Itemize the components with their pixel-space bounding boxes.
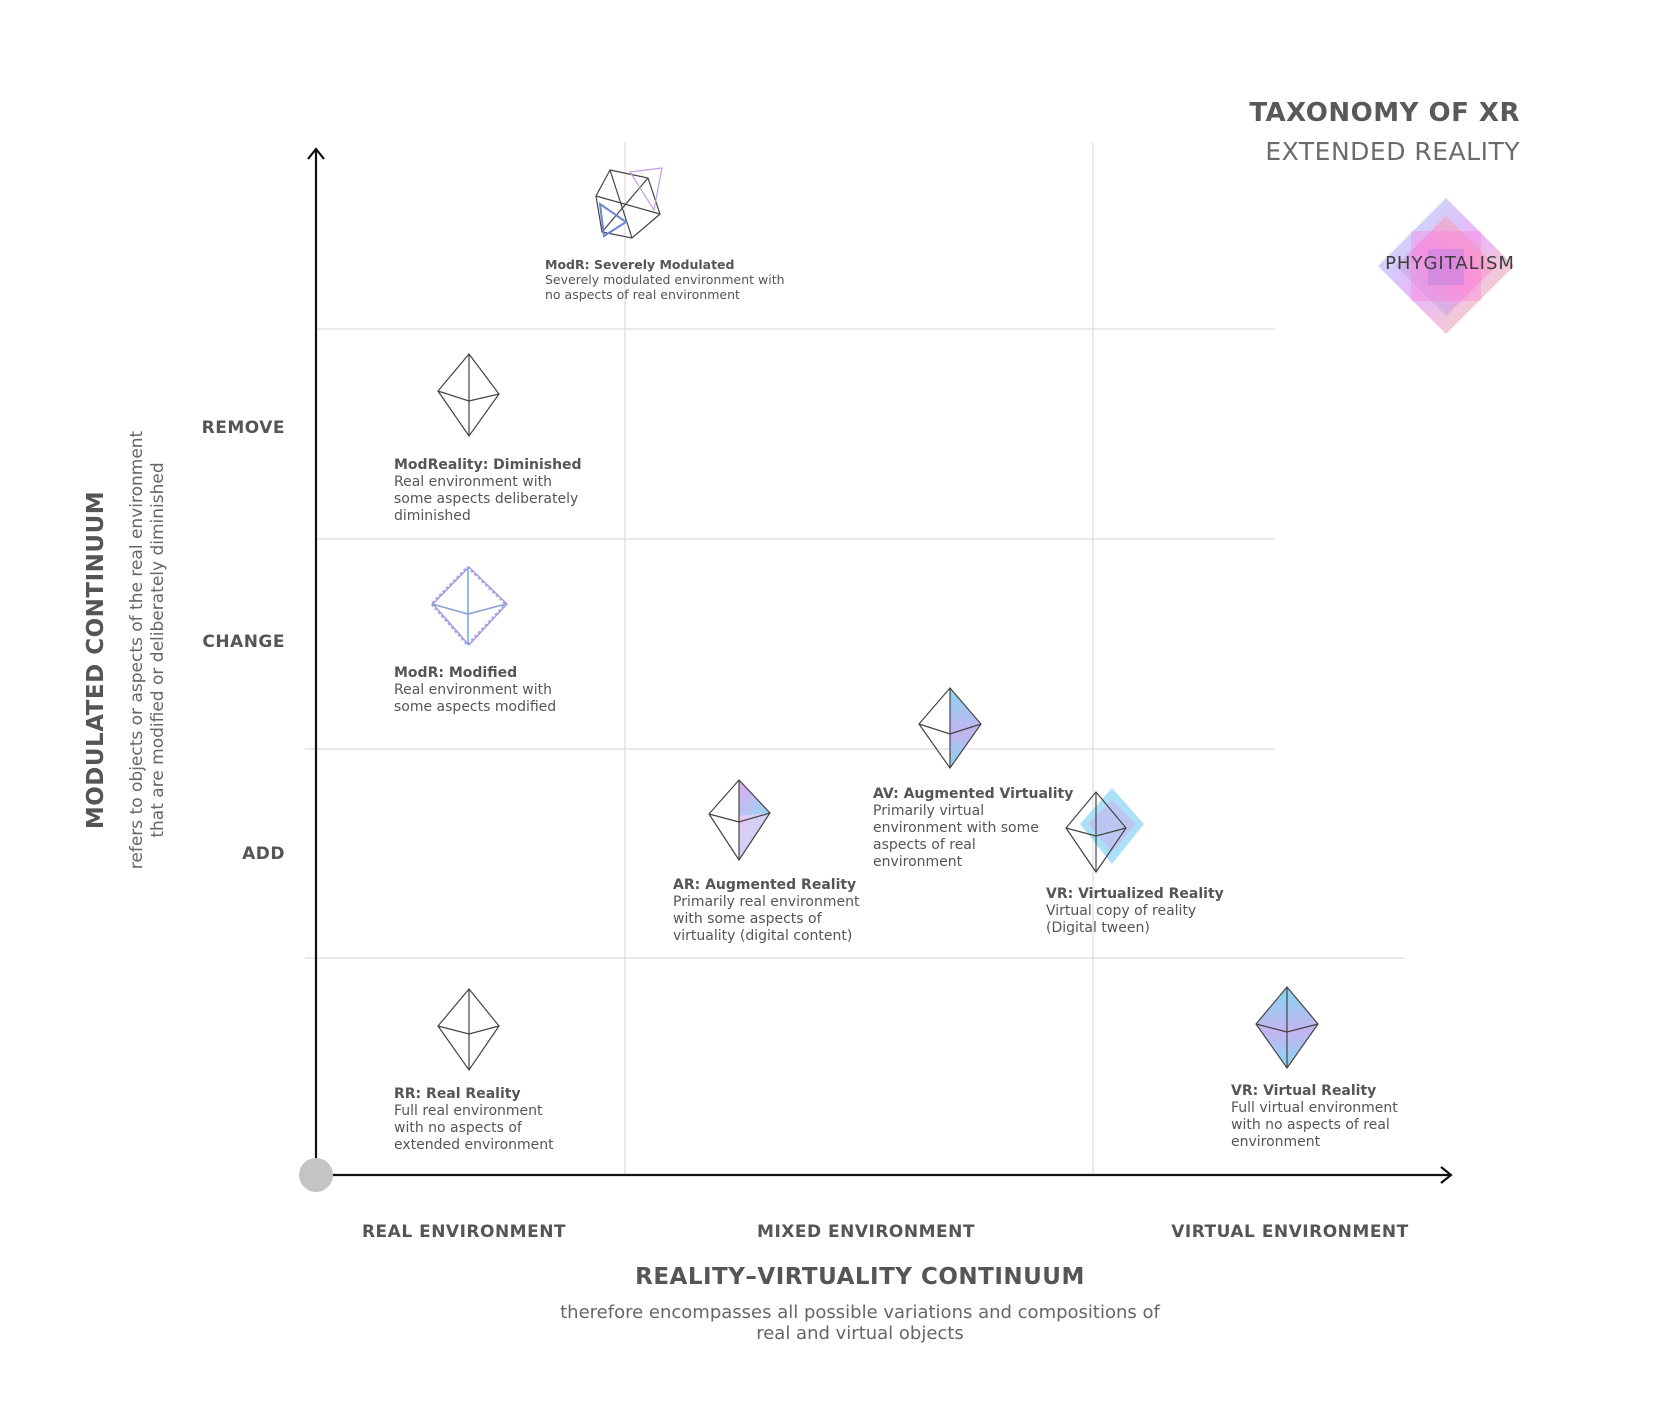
item-title: ModReality: Diminished	[394, 457, 582, 473]
item-virtual-reality: VR: Virtual Reality Full virtual environ…	[1231, 1083, 1431, 1151]
broken-crystal-icon	[595, 167, 663, 239]
item-description: Virtual copy of reality (Digital tween)	[1046, 903, 1197, 936]
item-virtualized-reality: VR: Virtualized Reality Virtual copy of …	[1046, 886, 1246, 937]
gradient-facet-crystal-icon	[708, 779, 771, 862]
item-description: Full real environment with no aspects of…	[394, 1103, 554, 1153]
item-diminished: ModReality: Diminished Real environment …	[394, 457, 654, 525]
page-subtitle: EXTENDED REALITY	[1265, 137, 1520, 166]
origin-dot	[299, 1158, 333, 1192]
half-gradient-crystal-icon	[918, 687, 982, 770]
half-crystal-icon	[437, 353, 500, 438]
row-label-change: CHANGE	[202, 632, 285, 652]
logo-text: PHYGITALISM	[1385, 253, 1515, 274]
grid-lines	[305, 142, 1405, 1175]
outline-crystal-icon	[437, 988, 500, 1072]
item-description: Real environment with some aspects modif…	[394, 682, 557, 715]
item-severely-modulated: ModR: Severely Modulated Severely modula…	[545, 257, 825, 302]
item-title: VR: Virtualized Reality	[1046, 886, 1224, 902]
column-label-mixed: MIXED ENVIRONMENT	[757, 1222, 975, 1242]
item-title: AR: Augmented Reality	[673, 877, 857, 893]
column-label-virtual: VIRTUAL ENVIRONMENT	[1171, 1222, 1409, 1242]
item-augmented-virtuality: AV: Augmented Virtuality Primarily virtu…	[873, 786, 1073, 871]
y-axis-title: MODULATED CONTINUUM	[83, 490, 109, 830]
axes	[307, 147, 1453, 1184]
y-axis-description: refers to objects or aspects of the real…	[127, 430, 168, 870]
item-title: RR: Real Reality	[394, 1086, 521, 1102]
item-augmented-reality: AR: Augmented Reality Primarily real env…	[673, 877, 933, 945]
item-real-reality: RR: Real Reality Full real environment w…	[394, 1086, 654, 1154]
y-axis-arrow-icon	[307, 147, 325, 160]
item-title: VR: Virtual Reality	[1231, 1083, 1377, 1099]
column-label-real: REAL ENVIRONMENT	[361, 1222, 567, 1242]
item-description: Primarily virtual environment with some …	[873, 803, 1039, 870]
item-title: AV: Augmented Virtuality	[873, 786, 1074, 802]
x-axis-title: REALITY–VIRTUALITY CONTINUUM	[635, 1264, 1085, 1290]
item-title: ModR: Severely Modulated	[545, 257, 735, 272]
row-label-remove: REMOVE	[201, 418, 285, 438]
phygitalism-logo	[1378, 198, 1514, 334]
item-modified: ModR: Modified Real environment with som…	[394, 665, 654, 716]
glitch-crystal-icon	[429, 565, 508, 647]
x-axis-description: therefore encompasses all possible varia…	[560, 1302, 1160, 1344]
filled-gradient-crystal-icon	[1255, 986, 1319, 1070]
double-crystal-icon	[1065, 788, 1144, 874]
page-title: TAXONOMY OF XR	[1249, 98, 1520, 128]
item-description: Primarily real environment with some asp…	[673, 894, 860, 944]
item-description: Full virtual environment with no aspects…	[1231, 1100, 1398, 1150]
item-title: ModR: Modified	[394, 665, 518, 681]
x-axis-arrow-icon	[1440, 1166, 1453, 1184]
row-label-add: ADD	[242, 844, 285, 864]
item-description: Severely modulated environment with no a…	[545, 272, 785, 302]
item-description: Real environment with some aspects delib…	[394, 474, 579, 524]
